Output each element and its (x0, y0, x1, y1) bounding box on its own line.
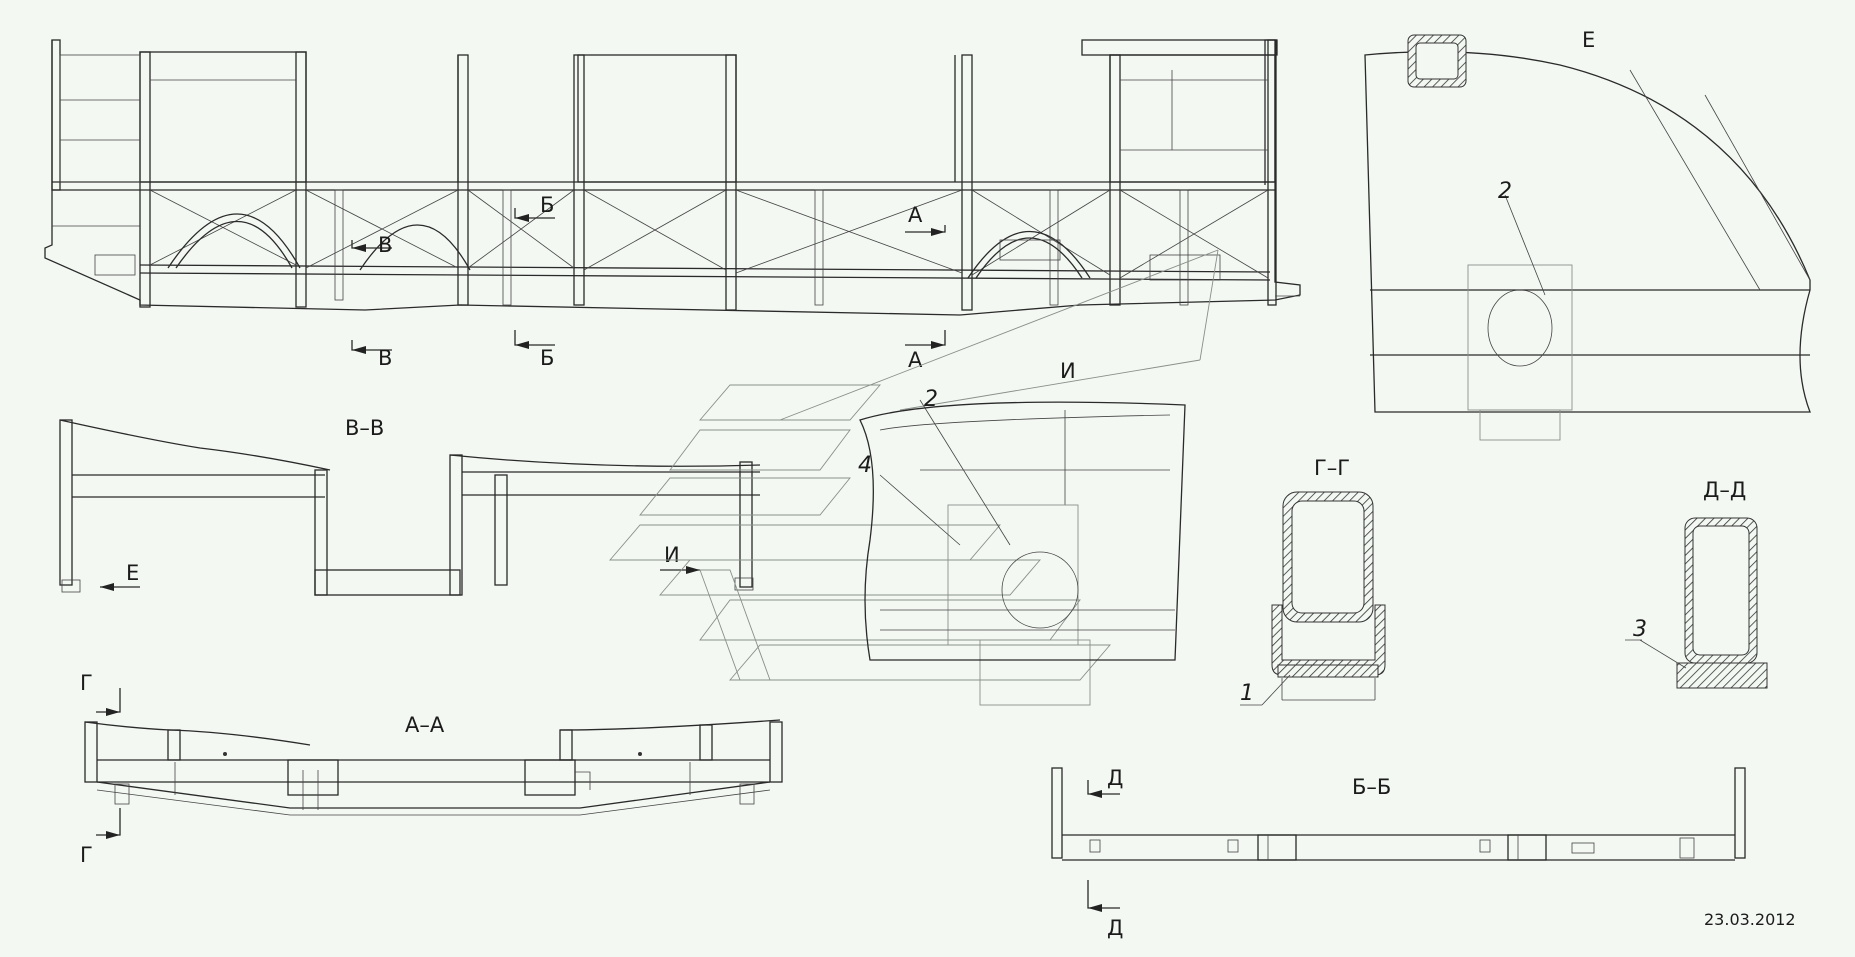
detail-leader-lines (779, 249, 1219, 421)
view-title-bb: Б–Б (1352, 775, 1391, 799)
section-label-g-top: Г (80, 671, 93, 695)
section-marker-v: В В (351, 233, 392, 370)
section-label-v-top: В (378, 233, 392, 257)
section-marker-a: А А (905, 203, 946, 372)
section-marker-d: Д Д (1087, 766, 1123, 940)
callout-4: 4 (858, 453, 872, 478)
view-vv: В–В Е И (59, 416, 761, 596)
section-label-d-bottom: Д (1107, 916, 1123, 940)
callout-1: 1 (1240, 681, 1254, 706)
callout-2-view-e: 2 (1498, 179, 1512, 204)
section-label-a-bottom: А (908, 348, 923, 372)
section-marker-g: Г Г (80, 671, 121, 867)
section-label-a-top: А (908, 203, 923, 227)
section-label-i: И (664, 543, 680, 567)
view-aa: А–А Г Г (80, 671, 783, 867)
view-e: Е 2 (1364, 28, 1811, 441)
detail-i: И 2 4 (609, 359, 1186, 706)
section-dd: Д–Д 3 (1625, 478, 1768, 689)
view-title-dd: Д–Д (1703, 478, 1746, 502)
view-title-gg: Г–Г (1314, 456, 1350, 480)
view-title-i: И (1060, 359, 1076, 383)
section-label-e: Е (126, 561, 139, 585)
section-marker-b: Б Б (514, 193, 555, 370)
section-gg: Г–Г 1 (1240, 456, 1386, 706)
drawing-date: 23.03.2012 (1704, 910, 1796, 929)
section-label-v-bottom: В (378, 346, 392, 370)
section-label-b-top: Б (540, 193, 554, 217)
callout-3: 3 (1633, 617, 1647, 642)
section-label-d-top: Д (1107, 766, 1123, 790)
frame-side-view (44, 39, 1301, 316)
view-title-vv: В–В (345, 416, 384, 440)
section-marker-i: И (660, 543, 700, 574)
section-label-g-bottom: Г (80, 843, 93, 867)
callout-2-detail-i: 2 (924, 387, 938, 412)
section-label-b-bottom: Б (540, 346, 554, 370)
section-marker-e: Е (100, 561, 140, 591)
view-title-aa: А–А (405, 713, 445, 737)
view-bb: Б–Б Д Д (1051, 766, 1746, 940)
view-title-e: Е (1582, 28, 1595, 52)
